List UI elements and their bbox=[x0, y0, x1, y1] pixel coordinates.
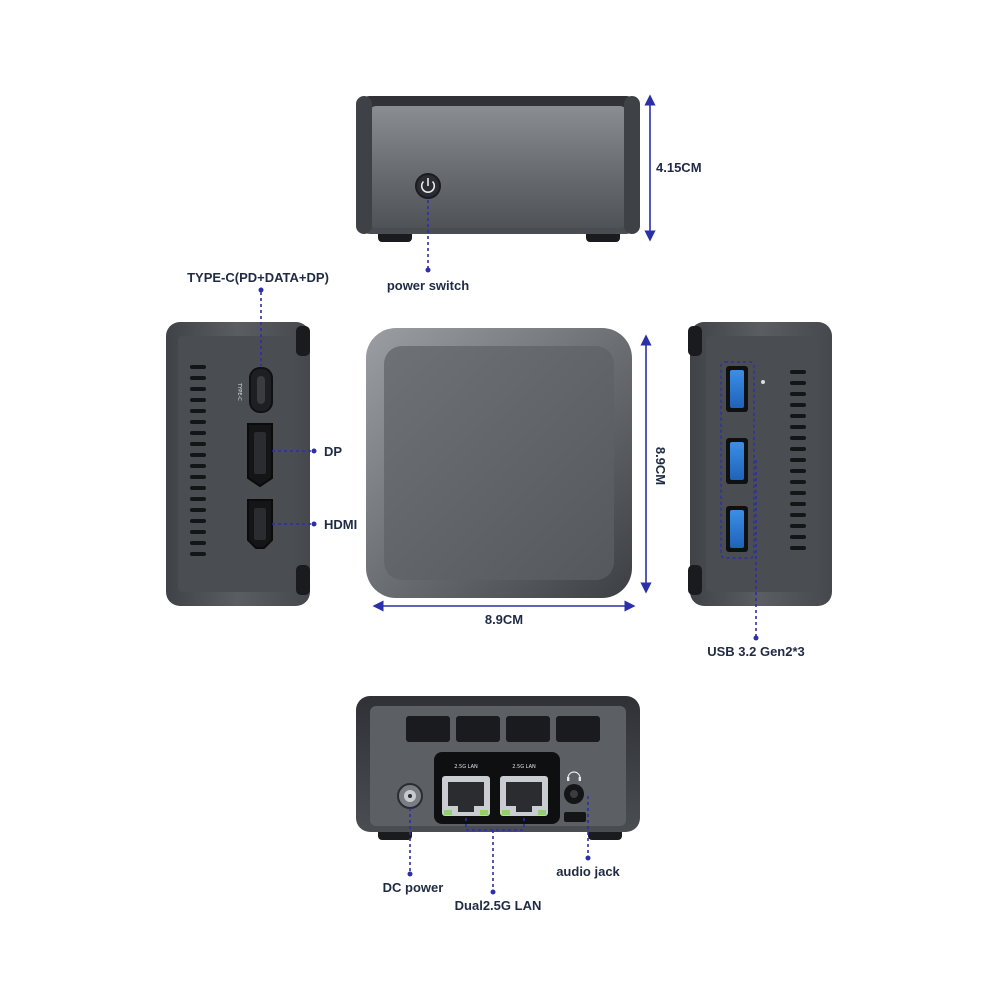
audio-jack-label: audio jack bbox=[556, 864, 620, 879]
dc-power-port bbox=[397, 783, 423, 809]
right-vent-grille bbox=[790, 370, 806, 550]
lan-port-1 bbox=[442, 776, 490, 816]
power-icon bbox=[420, 178, 436, 193]
status-led bbox=[761, 380, 765, 384]
right-side-view bbox=[688, 322, 832, 606]
dp-port bbox=[247, 423, 273, 488]
hdmi-label: HDMI bbox=[324, 517, 357, 532]
usb-highlight-box bbox=[720, 361, 755, 559]
audio-jack-port bbox=[564, 784, 584, 804]
dual-lan-label: Dual2.5G LAN bbox=[455, 898, 542, 913]
type-c-port-marking: TYPE-C bbox=[236, 382, 242, 401]
kensington-slot bbox=[564, 812, 586, 822]
rear-port-panel: 2.5G LAN 2.5G LAN bbox=[434, 752, 560, 824]
type-c-label: TYPE-C(PD+DATA+DP) bbox=[187, 270, 329, 285]
usb-port-3 bbox=[726, 506, 748, 552]
depth-dimension-label: 8.9CM bbox=[653, 447, 668, 485]
type-c-port: TYPE-C bbox=[236, 367, 273, 413]
lan-port-2 bbox=[500, 776, 548, 816]
front-view bbox=[356, 96, 640, 242]
dc-power-label: DC power bbox=[383, 880, 444, 895]
front-panel bbox=[370, 106, 626, 228]
usb-port-1 bbox=[726, 366, 748, 412]
annotations bbox=[258, 94, 759, 895]
usb-label: USB 3.2 Gen2*3 bbox=[707, 644, 805, 659]
hdmi-port bbox=[247, 499, 273, 549]
headphone-icon bbox=[567, 771, 581, 781]
width-dimension-label: 8.9CM bbox=[485, 612, 523, 627]
lan-left-marking: 2.5G LAN bbox=[454, 764, 478, 770]
power-switch-label: power switch bbox=[387, 278, 469, 293]
rear-vent-grille bbox=[406, 716, 600, 742]
rear-view: 2.5G LAN 2.5G LAN bbox=[356, 696, 640, 840]
usb-port-2 bbox=[726, 438, 748, 484]
dp-label: DP bbox=[324, 444, 342, 459]
left-side-view: TYPE-C bbox=[166, 322, 310, 606]
lan-right-marking: 2.5G LAN bbox=[512, 764, 536, 770]
top-view bbox=[366, 328, 632, 598]
left-vent-grille bbox=[190, 365, 206, 556]
height-dimension-label: 4.15CM bbox=[656, 160, 702, 175]
top-lid bbox=[384, 346, 614, 580]
